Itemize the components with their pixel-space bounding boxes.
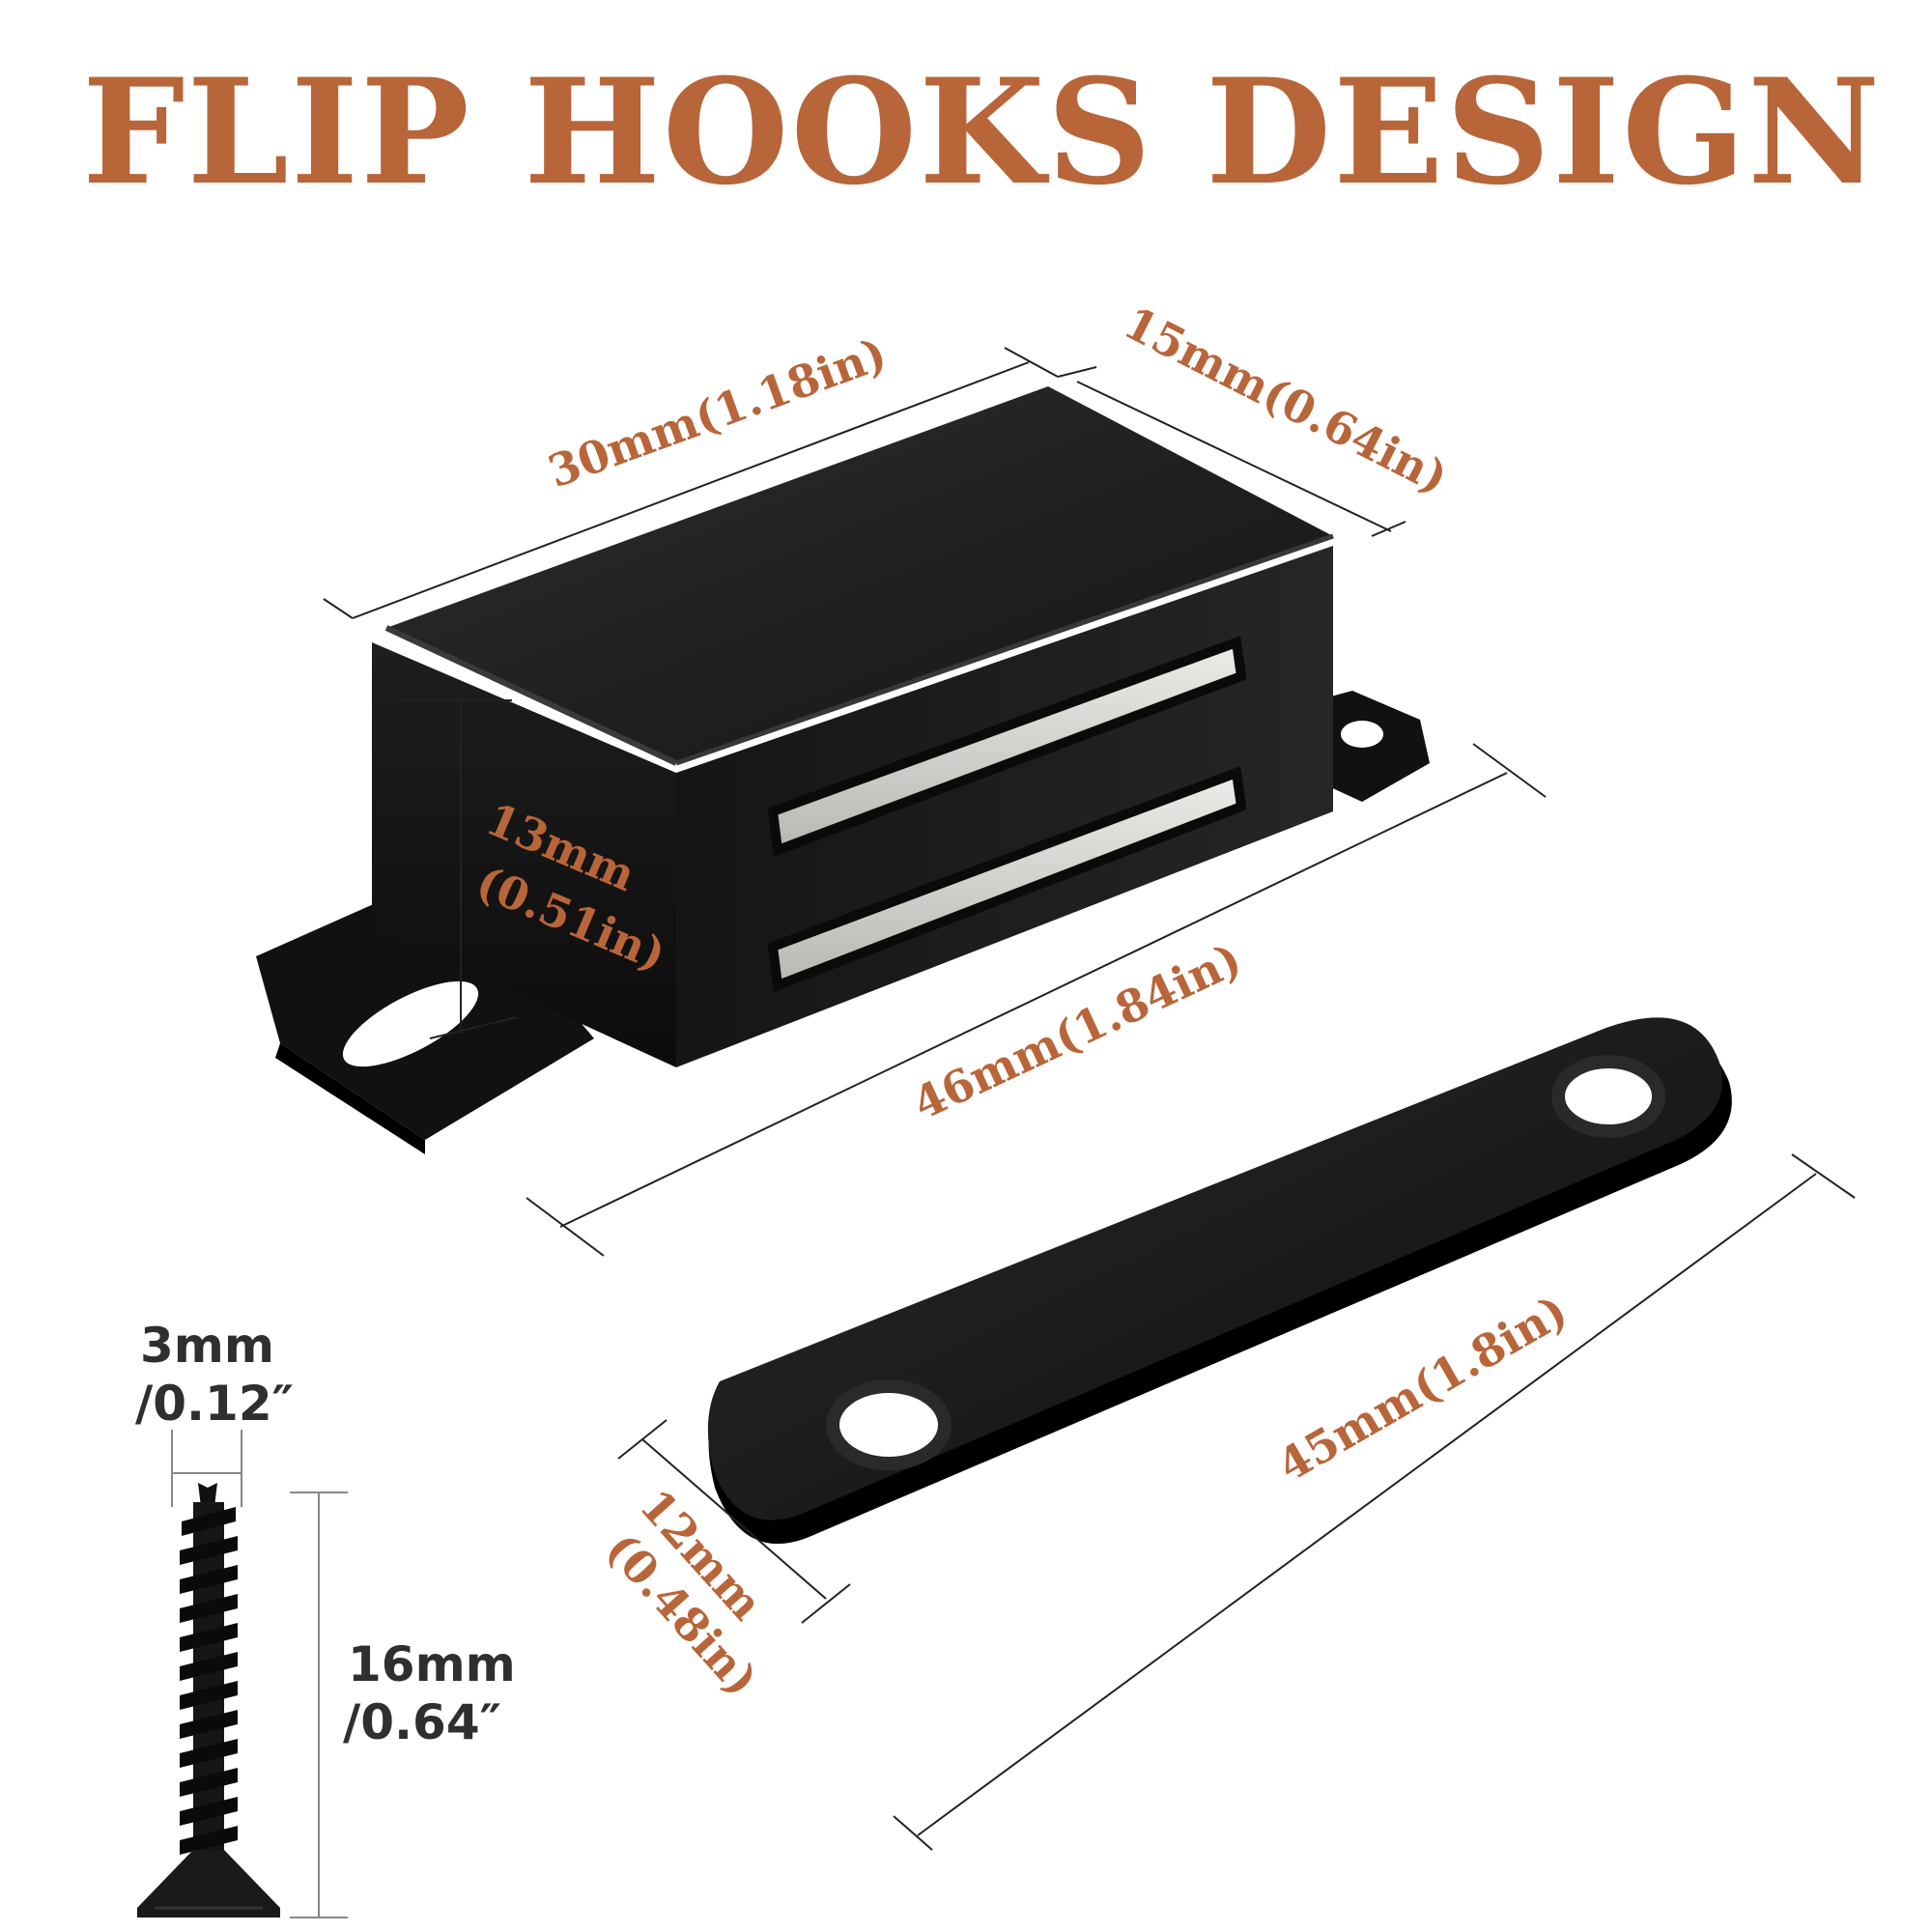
dim-label-screw-length-mm: 16mm bbox=[348, 1636, 516, 1692]
screw-threads bbox=[180, 1507, 238, 1855]
dim-label-screw-length-in: /0.64″ bbox=[343, 1694, 501, 1750]
magnet-strip-top bbox=[767, 636, 1247, 857]
dim-label-catch-base-length: 46mm(1.84in) bbox=[905, 933, 1249, 1130]
flange-slot-left bbox=[342, 980, 479, 1067]
page-title: FLIP HOOKS DESIGN bbox=[82, 47, 1883, 217]
catch-end-face bbox=[372, 642, 676, 1067]
strike-plate bbox=[707, 1017, 1732, 1545]
dimension-lines bbox=[171, 347, 1856, 1918]
plate-hole-left bbox=[826, 1379, 952, 1470]
mounting-screw bbox=[137, 1483, 280, 1918]
magnet-strip-bottom bbox=[767, 766, 1247, 992]
magnetic-catch-body bbox=[256, 386, 1430, 1154]
plate-hole-right bbox=[1551, 1055, 1665, 1138]
dim-label-screw-diameter-in: /0.12″ bbox=[135, 1376, 294, 1432]
dim-label-screw-diameter-mm: 3mm bbox=[140, 1318, 274, 1374]
screw-head bbox=[137, 1850, 280, 1918]
catch-top-face bbox=[386, 386, 1333, 763]
flange-hole-right bbox=[1341, 721, 1383, 748]
